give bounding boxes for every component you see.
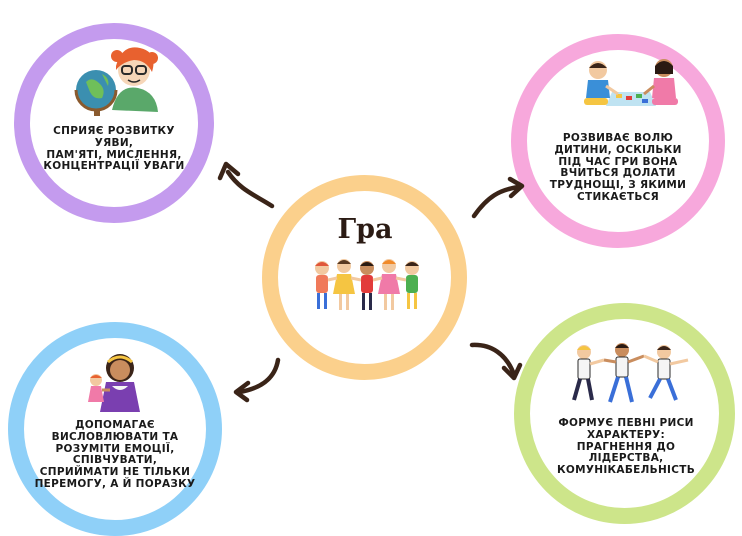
kids-board-game-illustration xyxy=(584,59,678,106)
text-line: ПАМ'ЯТІ, МИСЛЕННЯ, xyxy=(46,148,182,161)
text-line: ТРУДНОЩІ, З ЯКИМИ xyxy=(549,179,687,191)
text-line: ХАРАКТЕРУ: xyxy=(587,428,665,441)
girl-with-globe-illustration xyxy=(74,47,158,116)
text-line: СПРИЙМАТИ НЕ ТІЛЬКИ xyxy=(39,466,191,478)
center-title: Гра xyxy=(337,214,393,245)
text-line: ПЕРЕМОГУ, А Й ПОРАЗКУ xyxy=(34,477,196,490)
kids-running-illustration xyxy=(572,343,689,403)
text-line: ЛІДЕРСТВА, xyxy=(588,452,664,465)
text-line: СТИКАЄТЬСЯ xyxy=(576,190,660,203)
text-line: СПІВЧУВАТИ, xyxy=(72,454,158,467)
girl-with-doll-illustration xyxy=(88,354,140,412)
text-memory-imagination: СПРИЯЄ РОЗВИТКУ УЯВИ, ПАМ'ЯТІ, МИСЛЕННЯ,… xyxy=(36,125,192,173)
text-line: ПРАГНЕННЯ ДО xyxy=(576,440,676,453)
text-line: ДОПОМАГАЄ xyxy=(75,419,155,431)
text-line: КОНЦЕНТРАЦІЇ УВАГИ xyxy=(43,160,185,173)
text-line: ПІД ЧАС ГРИ ВОНА xyxy=(558,155,678,168)
text-line: РОЗВИВАЄ ВОЛЮ xyxy=(562,132,674,144)
text-emotions: ДОПОМАГАЄ ВИСЛОВЛЮВАТИ ТА РОЗУМІТИ ЕМОЦІ… xyxy=(33,419,197,491)
text-line: ДИТИНИ, ОСКІЛЬКИ xyxy=(554,143,682,156)
text-line: ВЧИТЬСЯ ДОЛАТИ xyxy=(560,167,676,180)
children-dancing-illustration xyxy=(315,259,419,310)
text-line: СПРИЯЄ РОЗВИТКУ УЯВИ, xyxy=(53,125,175,149)
text-line: ВИСЛОВЛЮВАТИ ТА xyxy=(51,430,179,443)
text-willpower: РОЗВИВАЄ ВОЛЮ ДИТИНИ, ОСКІЛЬКИ ПІД ЧАС Г… xyxy=(540,132,696,204)
text-character: ФОРМУЄ ПЕВНІ РИСИ ХАРАКТЕРУ: ПРАГНЕННЯ Д… xyxy=(548,417,704,477)
text-line: ФОРМУЄ ПЕВНІ РИСИ xyxy=(558,417,694,429)
text-line: КОМУНІКАБЕЛЬНІСТЬ xyxy=(556,464,696,476)
text-line: РОЗУМІТИ ЕМОЦІЇ, xyxy=(55,442,175,455)
